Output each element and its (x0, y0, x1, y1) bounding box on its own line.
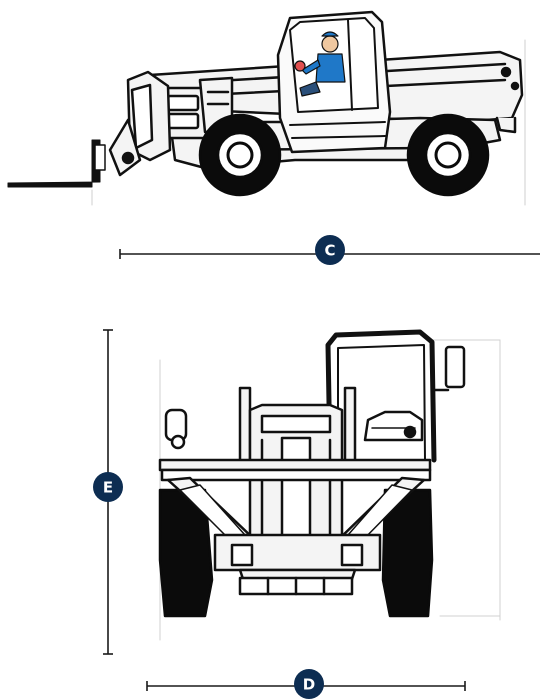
dimension-d-badge (294, 669, 324, 699)
dimension-c: C (119, 235, 540, 265)
dimension-c-label: C (324, 242, 335, 260)
operator-icon (294, 31, 346, 97)
dimension-e-badge (93, 472, 123, 502)
dimension-d: D (146, 669, 466, 699)
dimension-c-badge (315, 235, 345, 265)
dimension-d-label: D (303, 676, 315, 694)
telehandler-side-view-icon (7, 10, 526, 206)
telehandler-front-view-icon (158, 329, 501, 641)
front-wheel-side (198, 113, 282, 197)
dimension-e: E (93, 329, 123, 655)
dimension-e-label: E (103, 479, 113, 497)
rear-wheel-side (406, 113, 490, 197)
